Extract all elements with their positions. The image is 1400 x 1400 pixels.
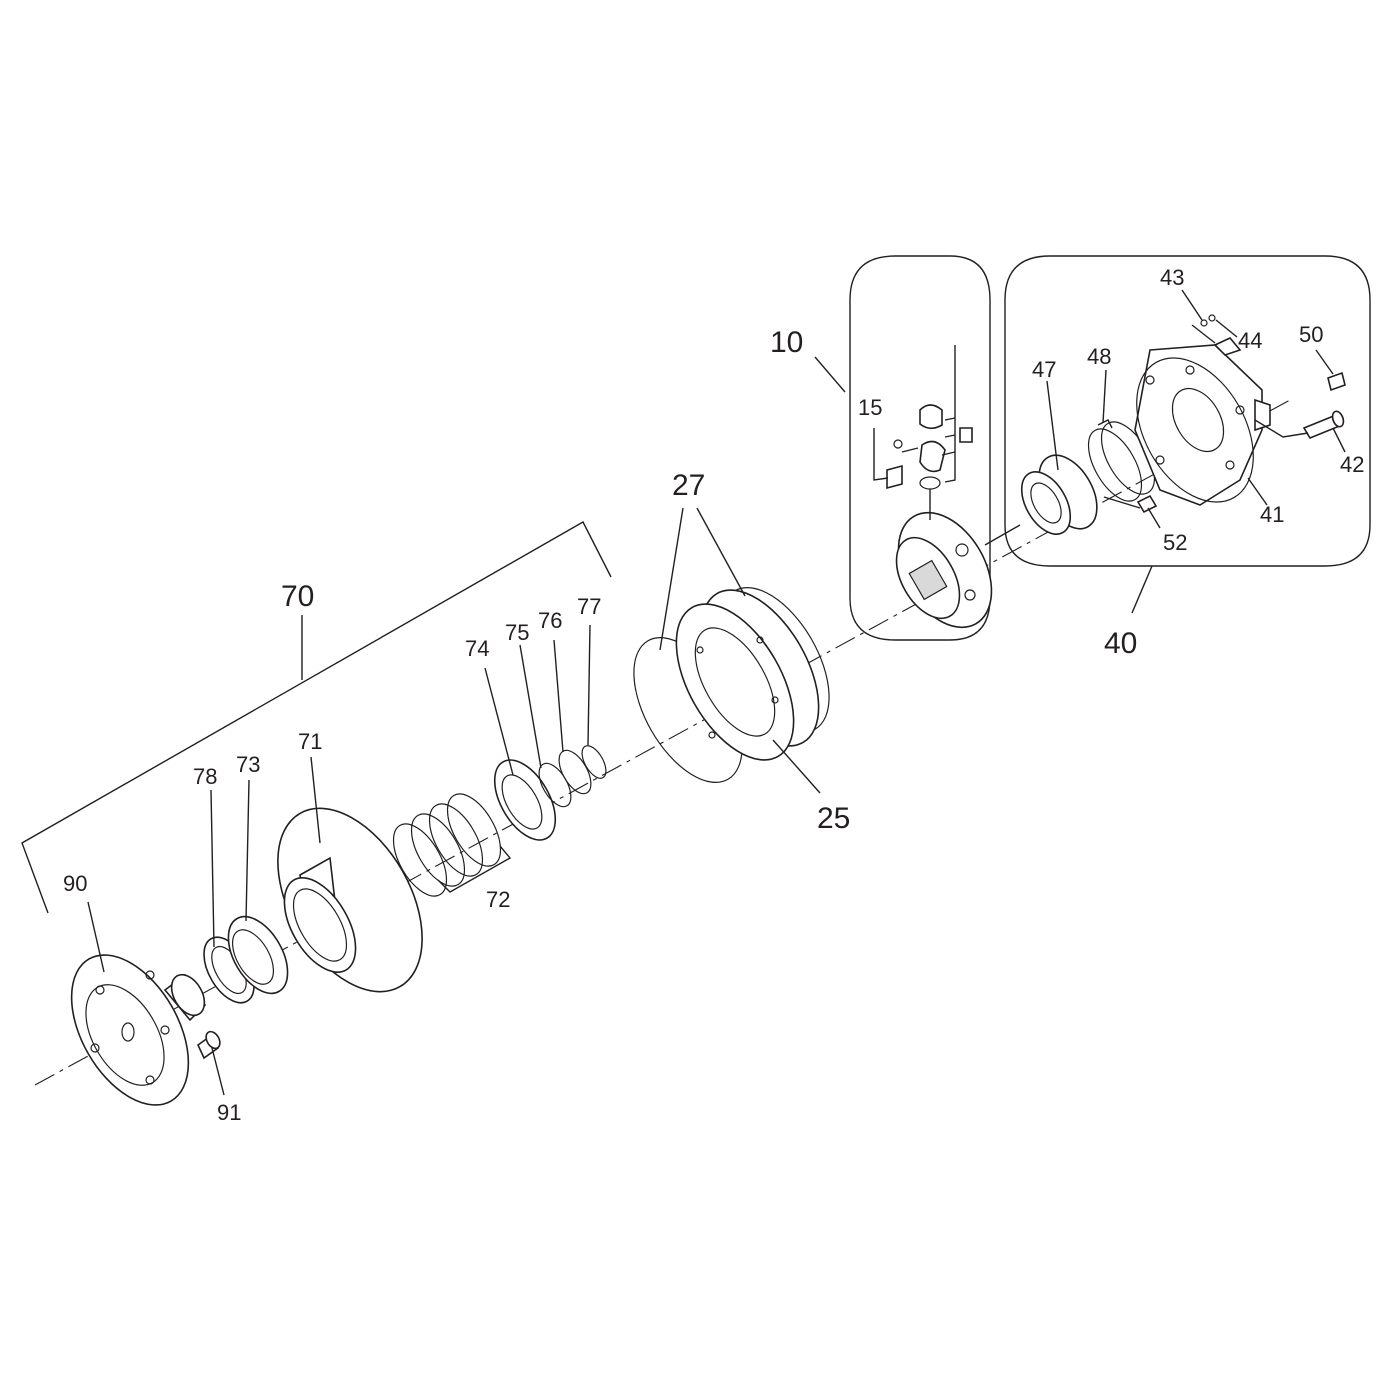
part-50-plug	[1327, 371, 1346, 392]
part-41-cover	[1134, 337, 1271, 506]
leader-52	[1147, 507, 1161, 529]
callout-25: 25	[817, 802, 850, 835]
leader-42	[1332, 427, 1346, 453]
callout-44: 44	[1238, 328, 1262, 353]
callout-75: 75	[505, 620, 529, 645]
part-25-ring-gear	[675, 589, 820, 761]
leader-25	[772, 739, 821, 794]
part-72-ring-set	[392, 793, 512, 897]
callout-52: 52	[1163, 530, 1187, 555]
leader-77	[587, 624, 591, 746]
callout-27: 27	[672, 469, 705, 502]
part-52-spring	[1103, 494, 1158, 514]
leader-47	[1046, 380, 1059, 471]
callout-41: 41	[1260, 502, 1284, 527]
leader-10	[814, 356, 846, 393]
group-70-bracket	[21, 521, 612, 914]
part-10-valve-group	[873, 345, 993, 629]
callout-77: 77	[577, 594, 601, 619]
leader-48	[1102, 369, 1107, 424]
part-72-bracket	[437, 845, 512, 893]
callout-42: 42	[1340, 452, 1364, 477]
leader-90	[87, 901, 105, 973]
callout-74: 74	[465, 636, 489, 661]
leader-40	[1131, 565, 1153, 614]
leader-43	[1181, 289, 1203, 321]
callout-78: 78	[193, 764, 217, 789]
part-77-snap-ring	[581, 745, 607, 779]
callout-48: 48	[1087, 344, 1111, 369]
part-74-bearing	[493, 759, 557, 841]
callout-10: 10	[770, 326, 803, 359]
callout-50: 50	[1299, 322, 1323, 347]
callout-43: 43	[1160, 265, 1184, 290]
leader-71	[310, 756, 321, 844]
connecting-shaft	[984, 524, 1021, 546]
leader-44	[1215, 319, 1238, 338]
callout-47: 47	[1032, 357, 1056, 382]
part-90-flange-shaft	[70, 954, 207, 1106]
callout-90: 90	[63, 871, 87, 896]
leader-50	[1315, 349, 1334, 375]
leader-75	[519, 644, 542, 769]
callout-40: 40	[1104, 627, 1137, 660]
callout-15: 15	[858, 395, 882, 420]
leader-91	[211, 1047, 225, 1096]
callout-91: 91	[217, 1100, 241, 1125]
leader-74	[484, 667, 514, 776]
leader-73	[245, 779, 250, 922]
callout-70: 70	[281, 580, 314, 613]
callout-72: 72	[486, 887, 510, 912]
leader-76	[553, 639, 564, 753]
part-73-bearing	[227, 915, 289, 995]
part-71-housing	[277, 807, 423, 993]
callout-76: 76	[538, 608, 562, 633]
leader-41	[1247, 477, 1268, 506]
leader-27-a	[659, 507, 684, 651]
group-box-10	[849, 255, 991, 641]
callout-73: 73	[236, 752, 260, 777]
part-47-piston	[1020, 454, 1098, 535]
callout-71: 71	[298, 729, 322, 754]
group-box-40	[1004, 255, 1371, 567]
part-91-bolt	[196, 1030, 221, 1060]
leader-78	[210, 789, 215, 948]
part-43-44-screws	[1191, 314, 1216, 344]
leader-27-b	[696, 507, 746, 597]
part-42-bolt	[1254, 410, 1345, 439]
